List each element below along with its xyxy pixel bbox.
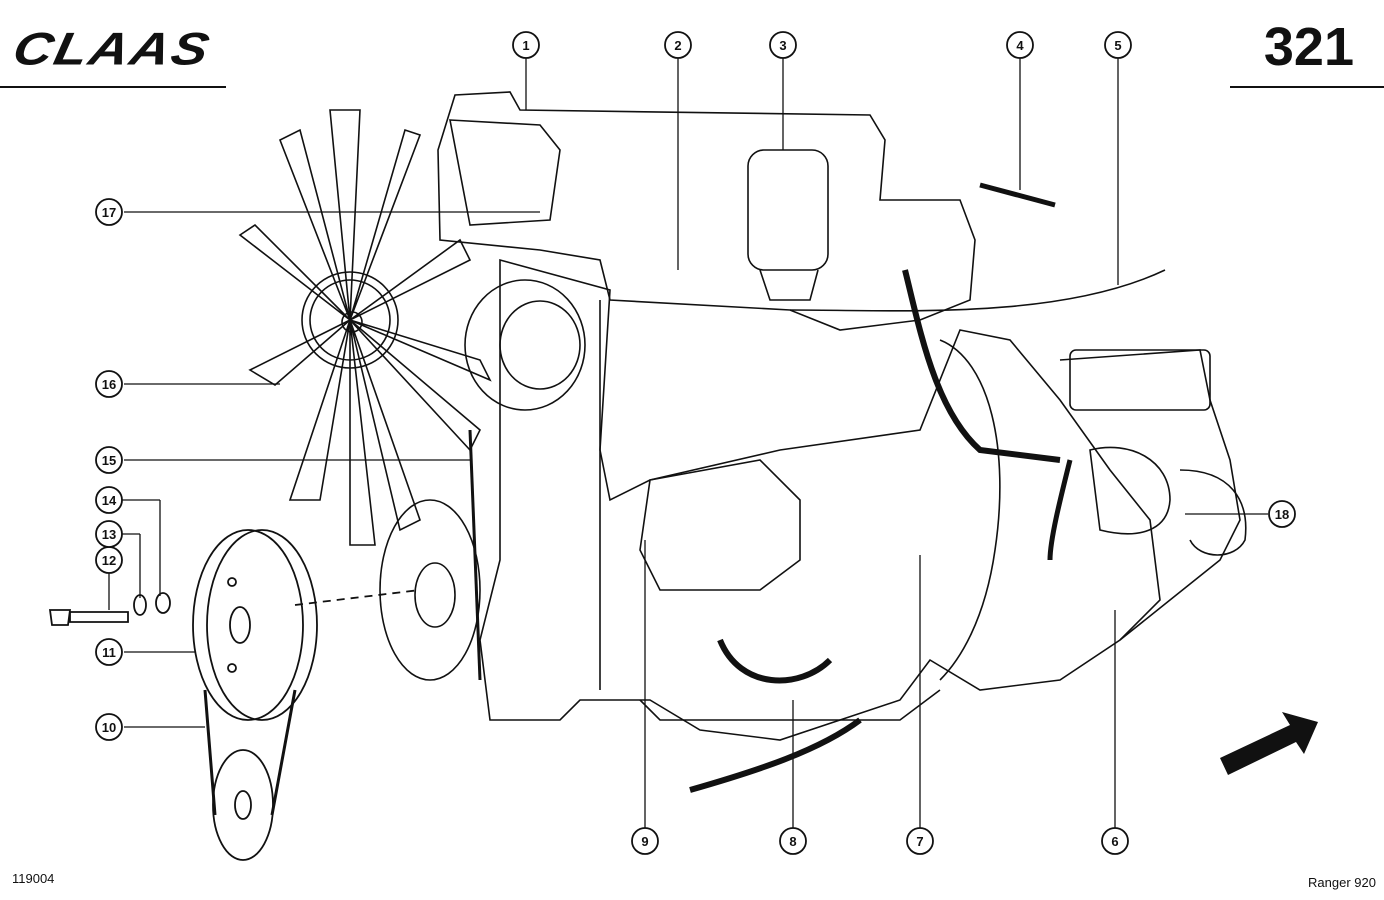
callout-14: 14: [102, 493, 117, 508]
figure-id: 119004: [12, 871, 55, 886]
engine-block-drawing: [238, 91, 1247, 793]
callout-11: 11: [102, 645, 116, 660]
page-number: 321: [1263, 17, 1354, 77]
callouts: [95, 31, 1296, 855]
arrow-icon: [1220, 712, 1318, 775]
model-name: Ranger 920: [1308, 875, 1376, 890]
callout-16: 16: [102, 377, 116, 392]
callout-13: 13: [102, 527, 116, 542]
callout-9: 9: [641, 834, 648, 849]
callout-7: 7: [916, 834, 923, 849]
callout-6: 6: [1111, 834, 1118, 849]
callout-18: 18: [1275, 507, 1289, 522]
pulley-assembly-drawing: [48, 529, 421, 861]
callout-15: 15: [102, 453, 116, 468]
callout-leaders: [108, 57, 1268, 829]
callout-17: 17: [102, 205, 116, 220]
callout-8: 8: [789, 834, 796, 849]
callout-5: 5: [1114, 38, 1121, 53]
callout-2: 2: [674, 38, 681, 53]
callout-12: 12: [102, 553, 116, 568]
callout-10: 10: [102, 720, 116, 735]
callout-4: 4: [1016, 38, 1024, 53]
callout-1: 1: [522, 38, 529, 53]
callout-3: 3: [779, 38, 786, 53]
